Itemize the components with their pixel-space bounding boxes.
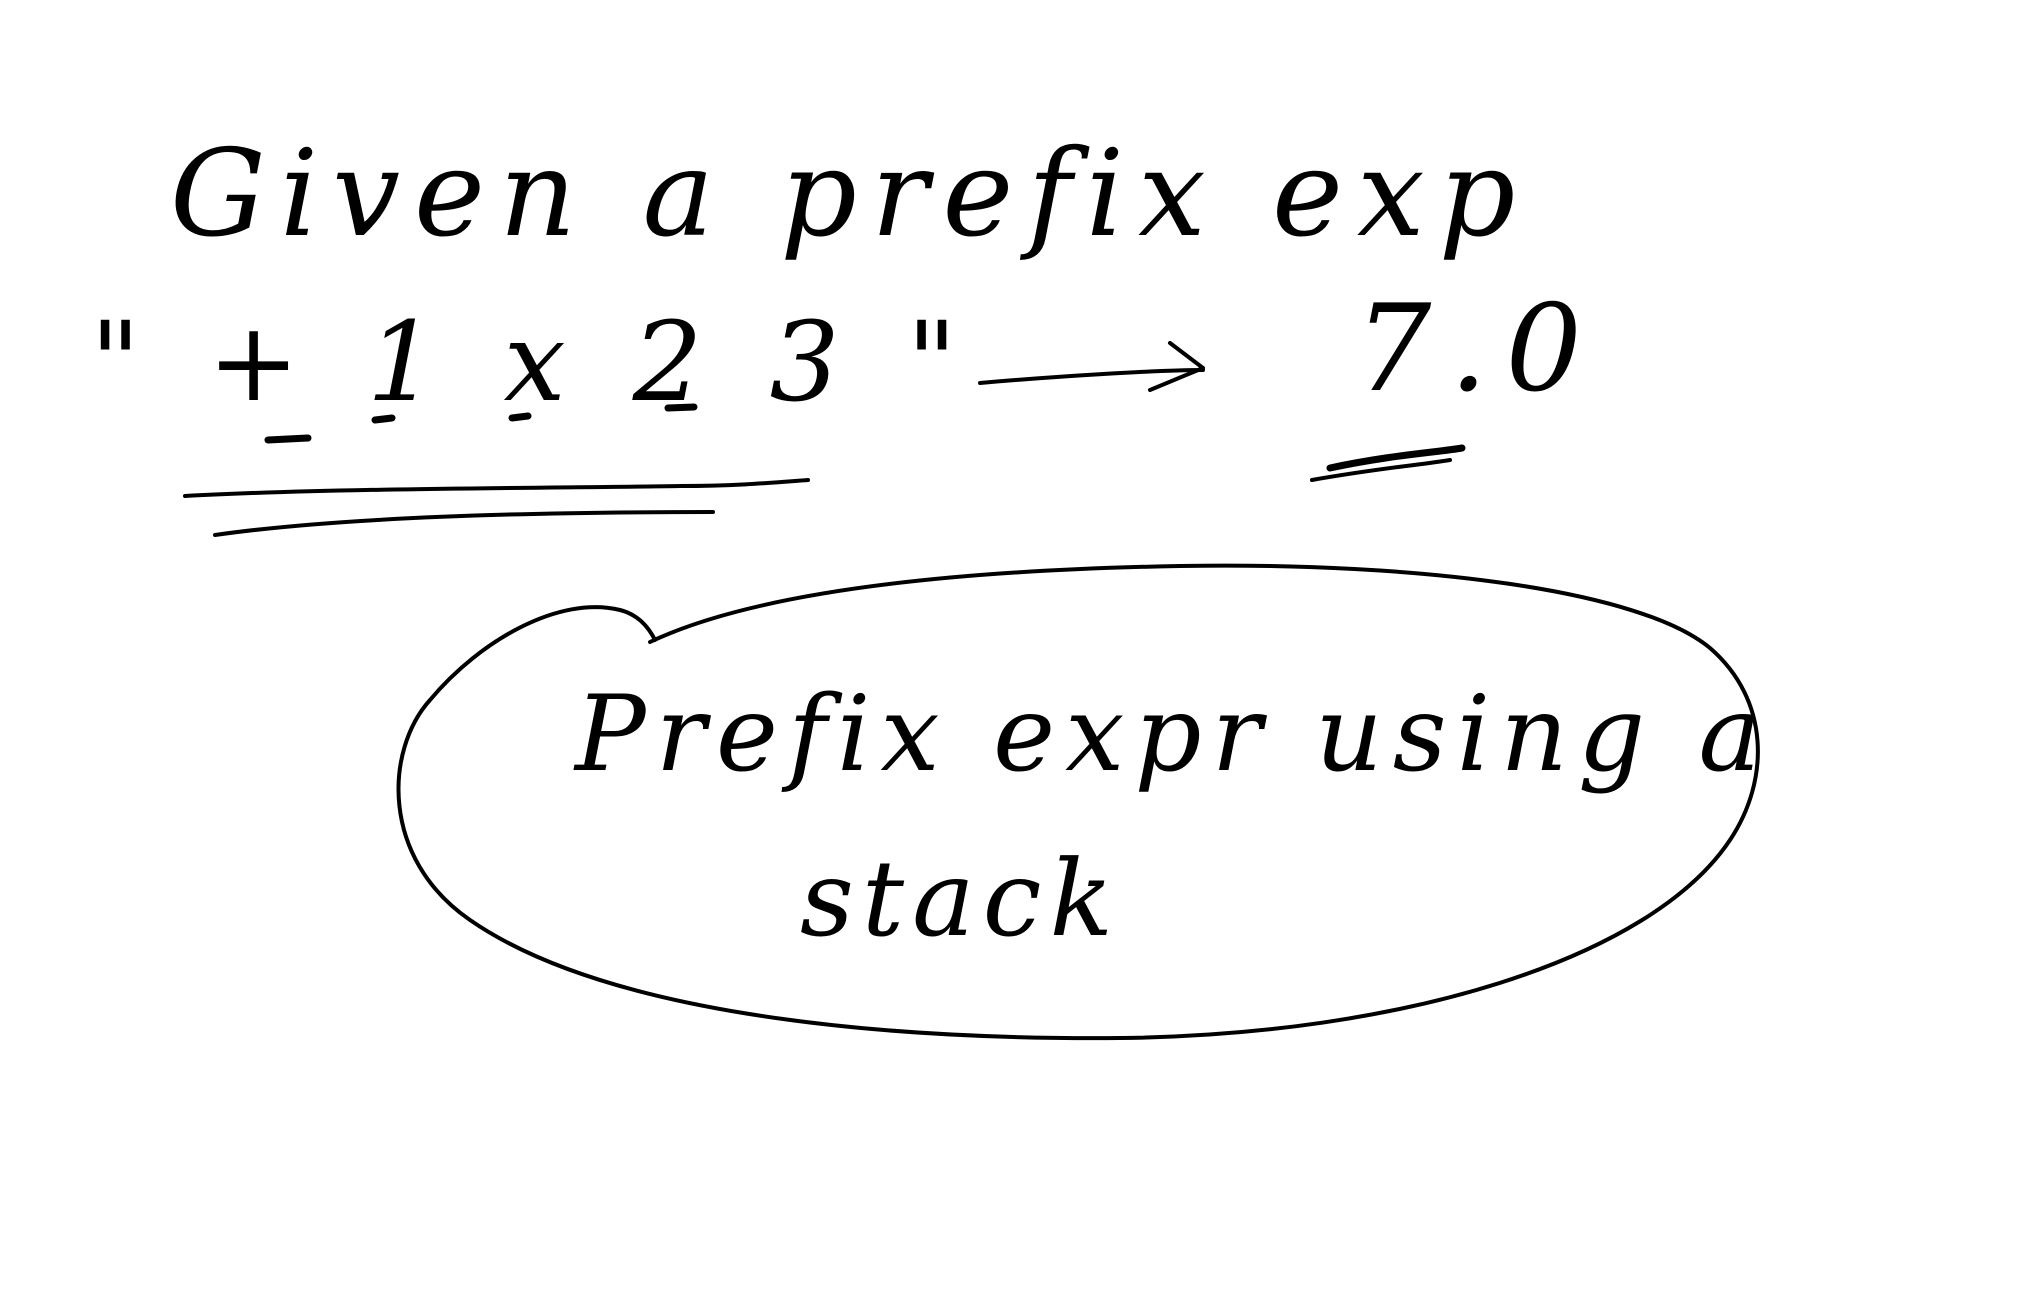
bubble-text-line1: Prefix expr using a (573, 673, 1771, 795)
note-bubble (396, 563, 1760, 1041)
token-separators (264, 403, 698, 444)
prefix-expression: " + 1 x 2 3 " (90, 298, 973, 426)
bubble-text-line2: stack (800, 838, 1121, 960)
result-value: 7.0 (1355, 280, 1600, 419)
result-arrow (978, 341, 1205, 392)
result-underline (1310, 444, 1466, 482)
expression-underline (183, 478, 810, 537)
heading-text: Given a prefix exp (170, 125, 1529, 264)
